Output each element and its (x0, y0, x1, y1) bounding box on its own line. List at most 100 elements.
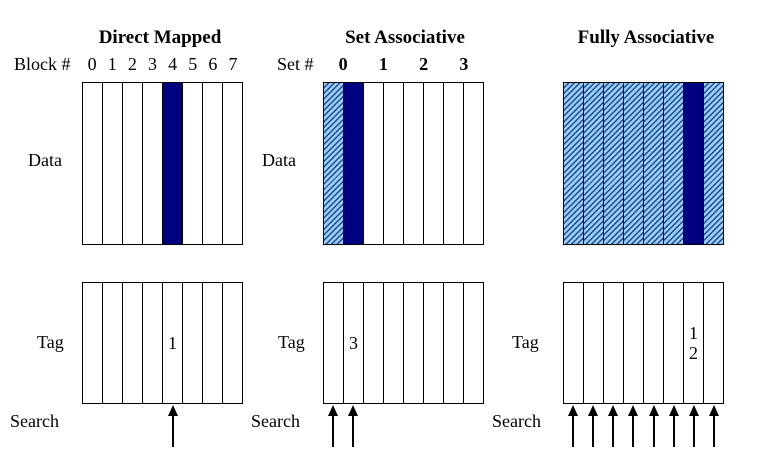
up-arrow-stem (332, 414, 335, 447)
data-cell (404, 83, 424, 244)
data-cell (704, 83, 723, 244)
direct-mapped-header-number: 5 (188, 54, 198, 74)
up-arrow-head (708, 405, 719, 416)
direct-mapped-header-number: 7 (228, 54, 238, 74)
fully-associative-tag-label: Tag (512, 332, 539, 352)
direct-mapped-data-grid (82, 82, 243, 245)
set-associative-tag-label: Tag (278, 332, 305, 352)
up-arrow-head (167, 405, 178, 416)
set-associative-header-number: 3 (459, 54, 469, 74)
tag-cell (424, 283, 444, 403)
tag-cell: 1 2 (684, 283, 704, 403)
data-cell (223, 83, 242, 244)
set-associative-header-label: Set # (277, 54, 314, 74)
data-cell (464, 83, 483, 244)
data-cell (624, 83, 644, 244)
fully-associative-data-grid (563, 82, 724, 245)
up-arrow-head (628, 405, 639, 416)
data-cell (324, 83, 344, 244)
data-cell (564, 83, 584, 244)
direct-mapped-title: Direct Mapped (98, 27, 222, 48)
direct-mapped-tag-grid: 1 (82, 282, 243, 404)
up-arrow-head (568, 405, 579, 416)
set-associative-header-number: 0 (338, 54, 348, 74)
up-arrow-head (688, 405, 699, 416)
tag-cell (624, 283, 644, 403)
up-arrow-icon (607, 405, 619, 447)
up-arrow-icon (167, 405, 179, 447)
up-arrow-head (348, 405, 359, 416)
tag-cell (584, 283, 604, 403)
direct-mapped-header-number: 3 (147, 54, 157, 74)
up-arrow-icon (688, 405, 700, 447)
up-arrow-stem (712, 414, 715, 447)
up-arrow-icon (708, 405, 720, 447)
data-cell (604, 83, 624, 244)
up-arrow-icon (327, 405, 339, 447)
tag-cell (183, 283, 203, 403)
tag-cell (223, 283, 242, 403)
up-arrow-stem (592, 414, 595, 447)
direct-mapped-header-number: 1 (107, 54, 117, 74)
tag-cell (123, 283, 143, 403)
tag-cell (203, 283, 223, 403)
up-arrow-icon (627, 405, 639, 447)
fully-associative-title: Fully Associative (577, 27, 715, 48)
set-associative-header-number: 2 (419, 54, 429, 74)
data-cell (163, 83, 183, 244)
direct-mapped-header-label: Block # (14, 54, 71, 74)
up-arrow-head (588, 405, 599, 416)
direct-mapped-tag-label: Tag (37, 332, 64, 352)
direct-mapped-search-label: Search (10, 411, 59, 431)
up-arrow-stem (652, 414, 655, 447)
up-arrow-head (668, 405, 679, 416)
data-cell (584, 83, 604, 244)
up-arrow-icon (668, 405, 680, 447)
data-cell (364, 83, 384, 244)
data-cell (664, 83, 684, 244)
tag-cell: 3 (344, 283, 364, 403)
up-arrow-stem (672, 414, 675, 447)
up-arrow-stem (632, 414, 635, 447)
data-cell (684, 83, 704, 244)
up-arrow-icon (347, 405, 359, 447)
up-arrow-stem (572, 414, 575, 447)
up-arrow-head (328, 405, 339, 416)
tag-cell (103, 283, 123, 403)
up-arrow-stem (692, 414, 695, 447)
data-cell (143, 83, 163, 244)
data-cell (183, 83, 203, 244)
set-associative-data-label: Data (262, 150, 296, 170)
tag-cell (83, 283, 103, 403)
fully-associative-tag-grid: 1 2 (563, 282, 724, 404)
direct-mapped-data-label: Data (28, 150, 62, 170)
direct-mapped-header-number: 4 (168, 54, 178, 74)
direct-mapped-header-number: 2 (127, 54, 137, 74)
tag-cell (564, 283, 584, 403)
tag-cell (704, 283, 723, 403)
set-associative-title: Set Associative (345, 27, 465, 48)
data-cell (123, 83, 143, 244)
tag-cell (384, 283, 404, 403)
up-arrow-head (648, 405, 659, 416)
direct-mapped-header-number: 6 (208, 54, 218, 74)
tag-cell (444, 283, 464, 403)
tag-cell (464, 283, 483, 403)
tag-cell (404, 283, 424, 403)
fully-associative-search-label: Search (492, 411, 541, 431)
up-arrow-stem (352, 414, 355, 447)
set-associative-search-label: Search (251, 411, 300, 431)
up-arrow-icon (648, 405, 660, 447)
tag-cell (664, 283, 684, 403)
set-associative-data-grid (323, 82, 484, 245)
tag-cell (644, 283, 664, 403)
up-arrow-icon (567, 405, 579, 447)
tag-cell (364, 283, 384, 403)
set-associative-tag-grid: 3 (323, 282, 484, 404)
up-arrow-stem (612, 414, 615, 447)
tag-cell (324, 283, 344, 403)
data-cell (344, 83, 364, 244)
direct-mapped-header-number: 0 (87, 54, 97, 74)
data-cell (103, 83, 123, 244)
